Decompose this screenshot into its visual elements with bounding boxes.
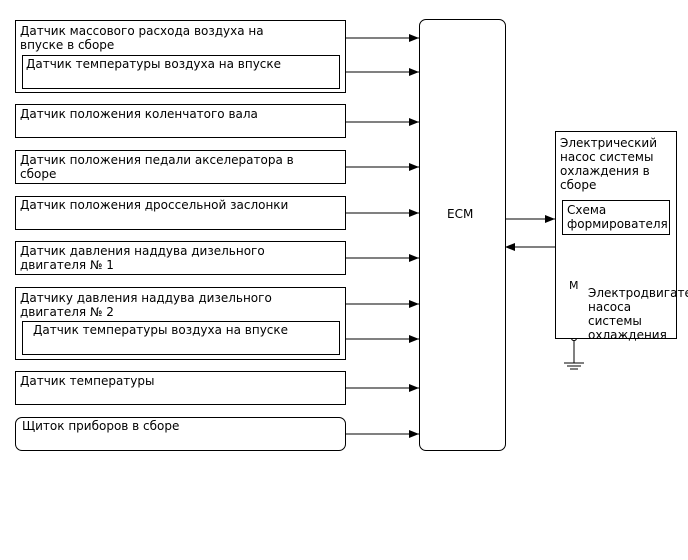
temp-sensor-label: Датчик температуры [20,374,155,388]
maf-sensor-label: Датчик массового расхода воздуха на впус… [20,24,264,52]
driver-circuit-box [562,200,670,235]
boost-sensor-1-label: Датчик давления наддува дизельного двига… [20,244,265,272]
crank-sensor-box [15,104,346,138]
pedal-sensor-box [15,150,346,184]
motor-symbol-label: M [569,279,579,292]
crank-sensor-label: Датчик положения коленчатого вала [20,107,258,121]
pump-motor-label: Электродвигатель насоса системы охлажден… [588,286,688,342]
pedal-sensor-label: Датчик положения педали акселератора в с… [20,153,294,181]
cooling-pump-assembly-label: Электрический насос системы охлаждения в… [560,136,658,192]
driver-circuit-label: Схема формирователя [567,203,668,231]
instrument-cluster-label: Щиток приборов в сборе [22,419,180,433]
intake-temp-sensor-label-1: Датчик температуры воздуха на впуске [26,57,282,71]
intake-temp-sensor-label-2: Датчик температуры воздуха на впуске [33,323,289,337]
intake-temp-sensor-box-2 [22,321,340,355]
instrument-cluster-box [15,417,346,451]
ecm-label: ECM [447,207,474,221]
temp-sensor-box [15,371,346,405]
boost-sensor-2-label: Датчику давления наддува дизельного двиг… [20,291,272,319]
boost-sensor-1-box [15,241,346,275]
throttle-sensor-box [15,196,346,230]
cooling-pump-assembly-box [555,131,677,339]
throttle-sensor-label: Датчик положения дроссельной заслонки [20,198,289,212]
intake-temp-sensor-box-1 [22,55,340,89]
ecm-box [419,19,506,451]
